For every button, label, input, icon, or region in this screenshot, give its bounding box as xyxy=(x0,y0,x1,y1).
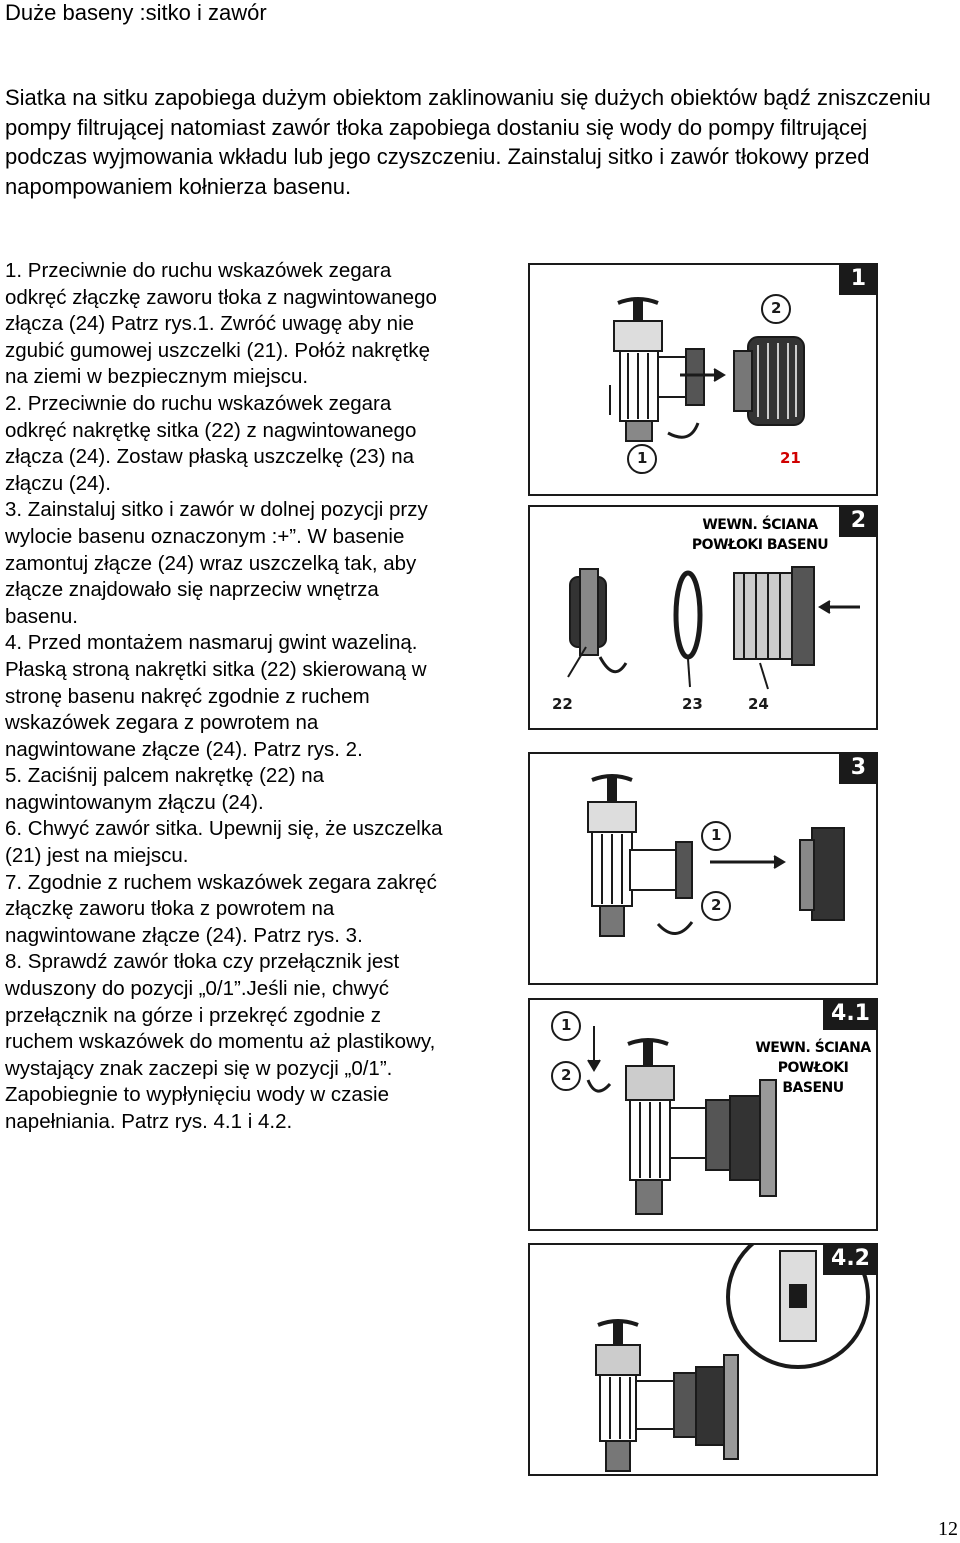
figure-3-callout-2: 2 xyxy=(711,896,722,914)
step-4-detail: Płaską stroną nakrętki sitka (22) skiero… xyxy=(5,657,427,761)
figure-4-2-badge: 4.2 xyxy=(823,1243,878,1275)
figure-2-illustration xyxy=(567,566,860,690)
figure-2-part-23: 23 xyxy=(682,695,703,713)
page-number: 12 xyxy=(938,1518,958,1540)
figure-1-callout-1: 1 xyxy=(637,449,648,467)
step-3: 3. Zainstaluj sitko i zawór w dolnej poz… xyxy=(5,498,428,628)
figure-4-1-illustration xyxy=(551,1011,777,1215)
step-6: 6. Chwyć zawór sitka. Upewnij się, że us… xyxy=(5,817,443,868)
step-8: 8. Sprawdź zawór tłoka czy przełącznik j… xyxy=(5,950,436,1133)
figure-2-wall-label: WEWN. ŚCIANA POWŁOKI BASENU xyxy=(691,517,829,553)
figure-4-1-wall-label: WEWN. ŚCIANA POWŁOKI BASENU xyxy=(750,1038,876,1098)
step-2: 2. Przeciwnie do ruchu wskazówek zegara … xyxy=(5,391,417,495)
step-5: 5. Zaciśnij palcem nakrętkę (22) na nagw… xyxy=(5,764,325,814)
figure-1-callout-2: 2 xyxy=(771,299,782,317)
figure-3: 3 1 2 xyxy=(528,752,878,985)
figure-4-1-wall-line-3: BASENU xyxy=(782,1080,844,1096)
figure-3-illustration xyxy=(587,774,845,937)
figure-2: 2 WEWN. ŚCIANA POWŁOKI BASENU 22 23 24 xyxy=(528,505,878,730)
figure-1-part-21: 21 xyxy=(780,449,801,467)
figure-4-1-callout-2: 2 xyxy=(561,1066,572,1084)
figure-4-2-illustration xyxy=(595,1245,870,1472)
figure-1-illustration xyxy=(609,294,805,474)
figure-2-part-24: 24 xyxy=(748,695,769,713)
step-7: 7. Zgodnie z ruchem wskazówek zegara zak… xyxy=(5,870,437,947)
step-4: 4. Przed montażem nasmaruj gwint wazelin… xyxy=(5,631,418,655)
figure-4-1: 4.1 1 2 WEWN. ŚCIANA POWŁOKI BASENU xyxy=(528,998,878,1231)
page-title: Duże baseny :sitko i zawór xyxy=(5,0,267,25)
figure-1-badge: 1 xyxy=(838,263,878,295)
figure-3-callout-1: 1 xyxy=(711,826,722,844)
intro-paragraph: Siatka na sitku zapobiega dużym obiektom… xyxy=(5,85,931,199)
figure-4-1-badge: 4.1 xyxy=(823,998,878,1030)
step-1: 1. Przeciwnie do ruchu wskazówek zegara … xyxy=(5,259,437,389)
figure-2-part-22: 22 xyxy=(552,695,573,713)
figure-4-1-callout-1: 1 xyxy=(561,1016,572,1034)
figure-4-1-wall-line-1: WEWN. ŚCIANA xyxy=(755,1040,871,1056)
instruction-steps: 1. Przeciwnie do ruchu wskazówek zegara … xyxy=(5,258,450,1136)
figure-2-badge: 2 xyxy=(838,505,878,537)
figure-1: 1 2 1 21 xyxy=(528,263,878,496)
figure-4-1-wall-line-2: POWŁOKI xyxy=(777,1060,849,1076)
figure-4-2: 4.2 xyxy=(528,1243,878,1476)
figure-3-badge: 3 xyxy=(838,752,878,784)
